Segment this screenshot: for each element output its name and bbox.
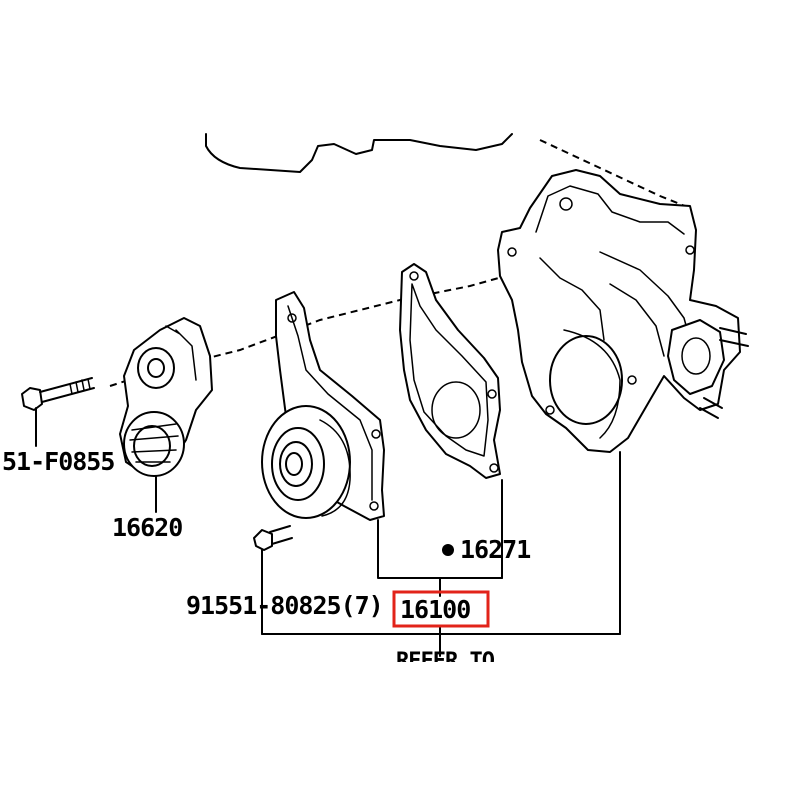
tensioner-assembly — [119, 317, 213, 513]
idler-pulley-plate — [261, 291, 385, 521]
label-bolt-bottom[interactable]: 91551-80825(7) — [186, 591, 384, 620]
refer-to-clip: REFER TO — [396, 649, 496, 674]
label-pump-assy[interactable]: 16100 — [400, 595, 471, 624]
water-pump-housing — [497, 169, 749, 635]
leader-lines — [261, 519, 621, 657]
engine-outline — [205, 133, 691, 209]
bolt-left — [21, 377, 95, 447]
bolt-bottom — [253, 525, 293, 635]
label-tensioner[interactable]: 16620 — [112, 513, 183, 542]
highlight-box — [392, 590, 490, 628]
gasket — [399, 263, 503, 579]
gasket-bullet — [442, 544, 454, 556]
label-bolt-left[interactable]: 51-F0855 — [2, 447, 115, 476]
label-refer-to[interactable]: REFER TO — [396, 649, 496, 674]
label-gasket[interactable]: 16271 — [460, 535, 531, 564]
